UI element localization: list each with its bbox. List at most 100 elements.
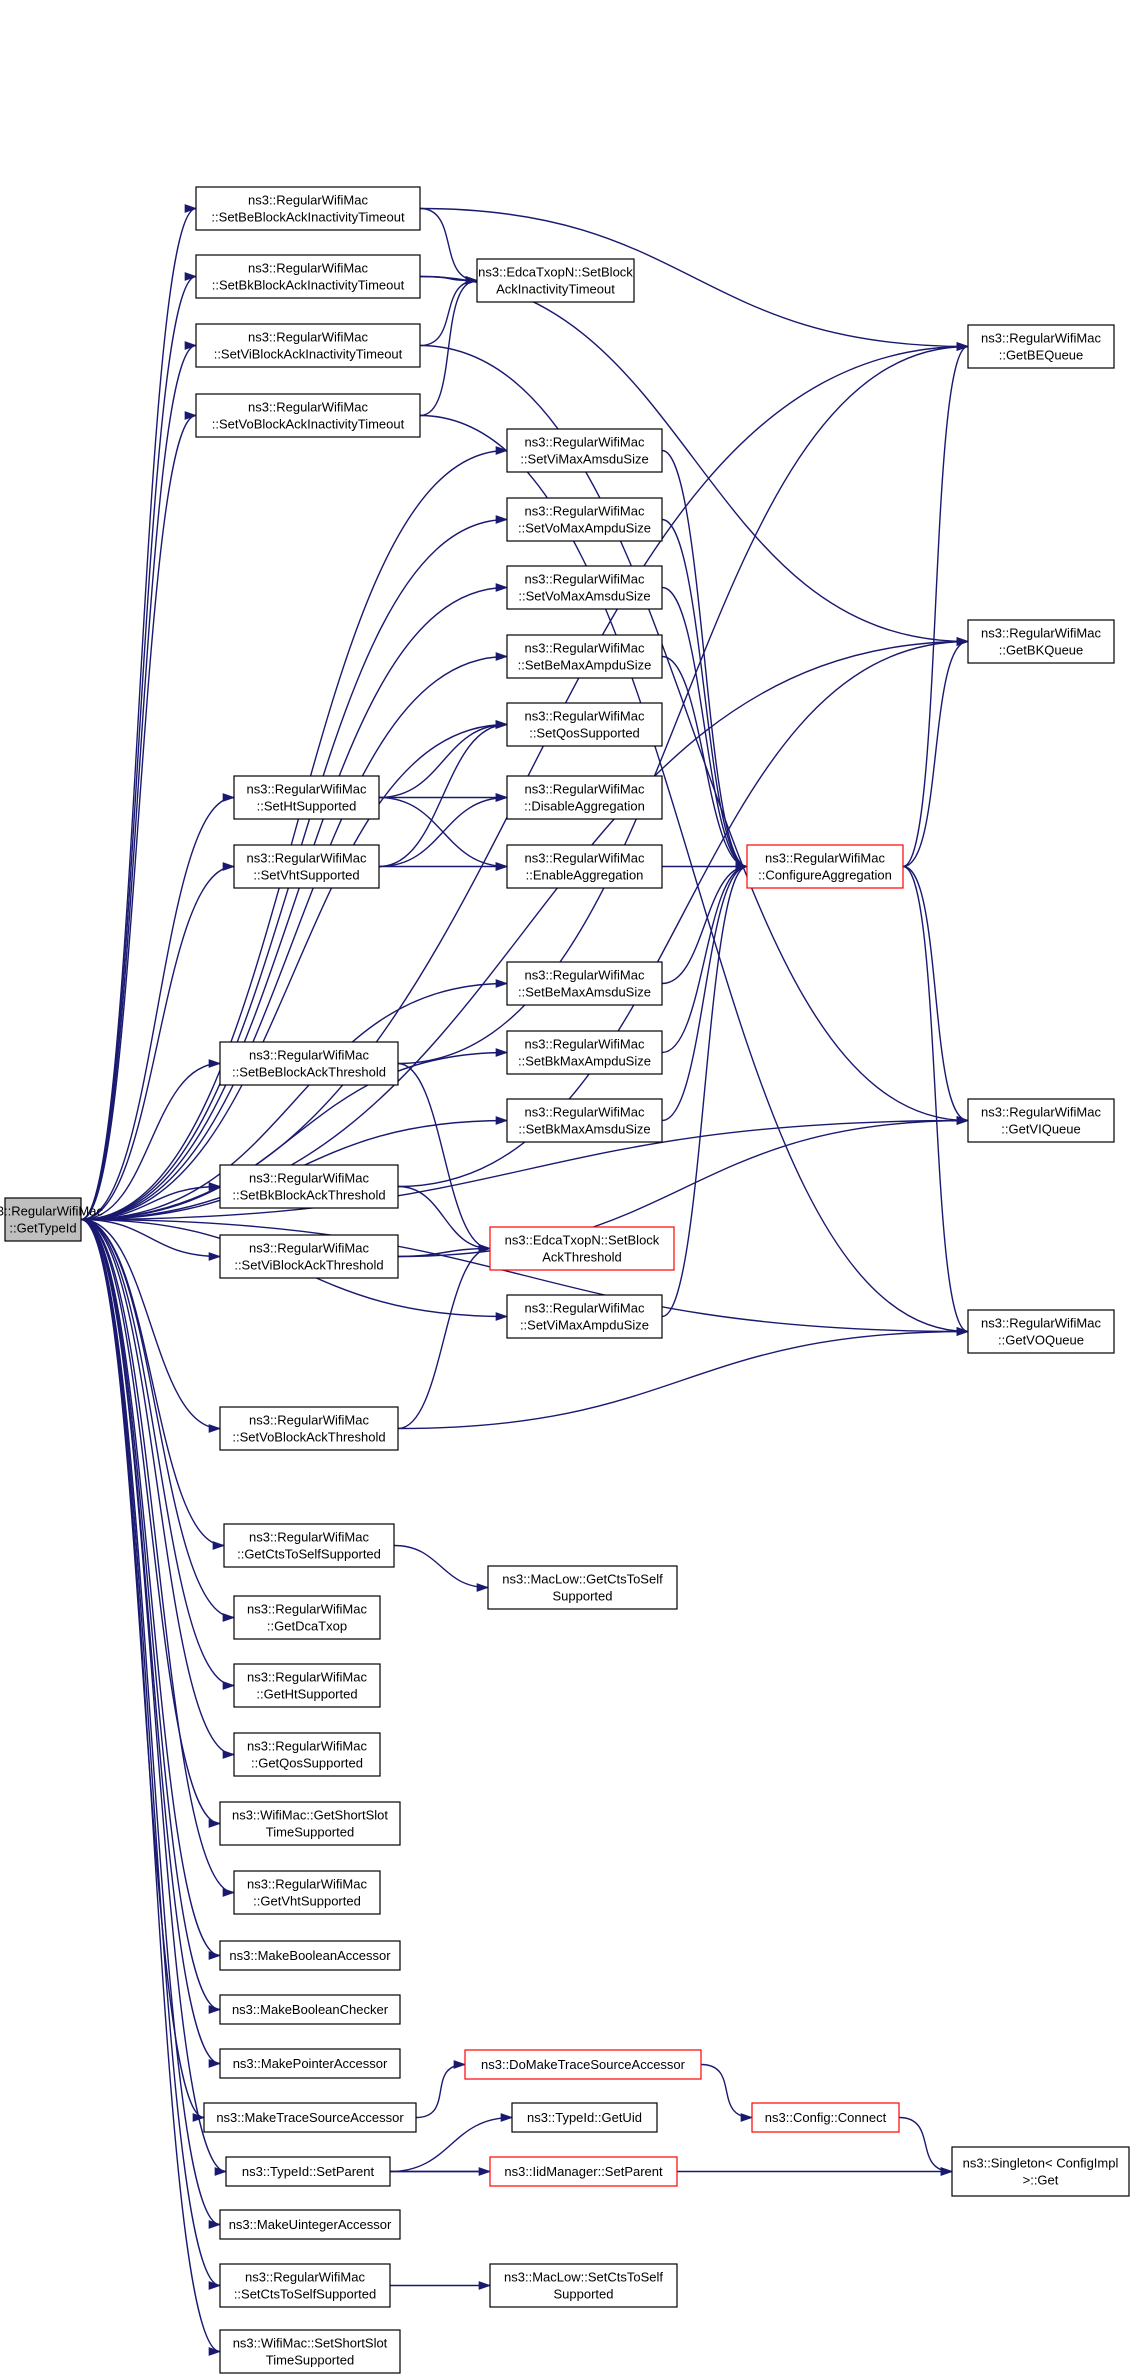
node-label: ns3::RegularWifiMac <box>981 1316 1101 1331</box>
node-makeptracc[interactable]: ns3::MakePointerAccessor <box>219 2048 401 2079</box>
node-label: ns3::EdcaTxopN::SetBlock <box>505 1233 660 1248</box>
node-label: ::SetViBlockAckThreshold <box>234 1258 383 1273</box>
node-setvobaito[interactable]: ns3::RegularWifiMac::SetVoBlockAckInacti… <box>195 393 421 438</box>
edge-gettypeid-to-setbemaxampdu <box>80 652 509 1221</box>
node-setbkbath[interactable]: ns3::RegularWifiMac::SetBkBlockAckThresh… <box>219 1164 399 1209</box>
node-domaketsacc[interactable]: ns3::DoMakeTraceSourceAccessor <box>464 2049 702 2080</box>
node-label: ::SetBeBlockAckInactivityTimeout <box>211 210 405 225</box>
node-box <box>219 2048 401 2079</box>
node-disableagg[interactable]: ns3::RegularWifiMac::DisableAggregation <box>506 775 663 820</box>
node-label: ns3::RegularWifiMac <box>525 1037 645 1052</box>
node-getbk[interactable]: ns3::RegularWifiMac::GetBKQueue <box>967 619 1115 664</box>
node-getctstoself[interactable]: ns3::RegularWifiMac::GetCtsToSelfSupport… <box>223 1523 395 1568</box>
node-getdcatxop[interactable]: ns3::RegularWifiMac::GetDcaTxop <box>233 1595 381 1640</box>
node-getbe[interactable]: ns3::RegularWifiMac::GetBEQueue <box>967 324 1115 369</box>
node-enableagg[interactable]: ns3::RegularWifiMac::EnableAggregation <box>506 844 663 889</box>
node-getvi[interactable]: ns3::RegularWifiMac::GetVIQueue <box>967 1098 1115 1143</box>
node-configconnect[interactable]: ns3::Config::Connect <box>751 2102 900 2133</box>
edge-setbebaito-to-getbe <box>419 207 970 351</box>
node-label: ::SetBkMaxAmsduSize <box>518 1122 650 1137</box>
node-setvimaxampdu[interactable]: ns3::RegularWifiMac::SetViMaxAmpduSize <box>506 1294 663 1339</box>
node-box <box>487 1565 678 1610</box>
node-box <box>967 1309 1115 1354</box>
node-gethtsupported[interactable]: ns3::RegularWifiMac::GetHtSupported <box>233 1663 381 1708</box>
node-maketsacc[interactable]: ns3::MakeTraceSourceAccessor <box>203 2102 417 2133</box>
node-label: ::SetHtSupported <box>257 799 357 814</box>
node-box <box>233 1663 381 1708</box>
node-label: >::Get <box>1023 2173 1059 2188</box>
edge-gettypeid-to-setqos <box>80 720 509 1221</box>
node-edcabaito[interactable]: ns3::EdcaTxopN::SetBlockAckInactivityTim… <box>476 258 635 303</box>
edge-gettypeid-to-setbkbaito <box>80 272 198 1221</box>
edge-setbkmaxampdu-to-configagg <box>661 862 749 1054</box>
edge-setbkbaito-to-getbk <box>419 275 970 646</box>
node-setbemaxampdu[interactable]: ns3::RegularWifiMac::SetBeMaxAmpduSize <box>506 634 663 679</box>
node-gettypeid[interactable]: ns3::RegularWifiMac::GetTypeId <box>0 1197 103 1242</box>
node-iidmgrsetparent[interactable]: ns3::IidManager::SetParent <box>489 2156 678 2187</box>
node-box <box>233 1732 381 1777</box>
node-setvibath[interactable]: ns3::RegularWifiMac::SetViBlockAckThresh… <box>219 1234 399 1279</box>
edge-getctstoself-to-maclowgetcts <box>393 1544 490 1592</box>
node-box <box>489 2263 678 2308</box>
node-typeidsetparent[interactable]: ns3::TypeId::SetParent <box>225 2156 391 2187</box>
node-configagg[interactable]: ns3::RegularWifiMac::ConfigureAggregatio… <box>746 844 904 889</box>
node-setvht[interactable]: ns3::RegularWifiMac::SetVhtSupported <box>233 844 380 889</box>
edge-configconnect-to-singletonget <box>898 2116 954 2176</box>
node-singletonget[interactable]: ns3::Singleton< ConfigImpl>::Get <box>951 2146 1130 2197</box>
node-box <box>195 323 421 368</box>
node-label: ns3::WifiMac::GetShortSlot <box>232 1808 388 1823</box>
node-box <box>464 2049 702 2080</box>
node-box <box>219 1164 399 1209</box>
node-label: ::GetTypeId <box>9 1221 76 1236</box>
node-label: ::GetBKQueue <box>999 643 1084 658</box>
node-label: ::SetBkBlockAckThreshold <box>232 1188 385 1203</box>
node-makeboolacc[interactable]: ns3::MakeBooleanAccessor <box>219 1940 401 1971</box>
node-box <box>233 1870 381 1915</box>
node-setbebath[interactable]: ns3::RegularWifiMac::SetBeBlockAckThresh… <box>219 1041 399 1086</box>
node-box <box>746 844 904 889</box>
node-getqossupported[interactable]: ns3::RegularWifiMac::GetQosSupported <box>233 1732 381 1777</box>
node-setqos[interactable]: ns3::RegularWifiMac::SetQosSupported <box>506 702 663 747</box>
node-label: ns3::EdcaTxopN::SetBlock <box>478 265 633 280</box>
node-setvimaxamsdu[interactable]: ns3::RegularWifiMac::SetViMaxAmsduSize <box>506 428 663 473</box>
node-makeuintacc[interactable]: ns3::MakeUintegerAccessor <box>219 2209 401 2240</box>
node-getvo[interactable]: ns3::RegularWifiMac::GetVOQueue <box>967 1309 1115 1354</box>
edge-typeidsetparent-to-typeidgetuid <box>389 2113 514 2173</box>
node-setvomaxampdu[interactable]: ns3::RegularWifiMac::SetVoMaxAmpduSize <box>506 497 663 542</box>
node-setbkmaxamsdu[interactable]: ns3::RegularWifiMac::SetBkMaxAmsduSize <box>506 1098 663 1143</box>
node-label: ::SetBkMaxAmpduSize <box>518 1054 651 1069</box>
node-label: ::SetVoBlockAckInactivityTimeout <box>212 417 405 432</box>
node-label: ns3::RegularWifiMac <box>525 641 645 656</box>
node-label: ::SetViBlockAckInactivityTimeout <box>214 347 403 362</box>
node-setvobath[interactable]: ns3::RegularWifiMac::SetVoBlockAckThresh… <box>219 1406 399 1451</box>
node-label: ns3::Config::Connect <box>765 2110 887 2125</box>
node-label: ::GetVhtSupported <box>253 1894 361 1909</box>
node-setbkmaxampdu[interactable]: ns3::RegularWifiMac::SetBkMaxAmpduSize <box>506 1030 663 1075</box>
edge-configagg-to-getbe <box>902 342 970 868</box>
node-setbebaito[interactable]: ns3::RegularWifiMac::SetBeBlockAckInacti… <box>195 186 421 231</box>
node-label: ns3::MakeUintegerAccessor <box>229 2217 392 2232</box>
node-typeidgetuid[interactable]: ns3::TypeId::GetUid <box>511 2102 658 2133</box>
edge-setbemaxamsdu-to-configagg <box>661 862 749 985</box>
node-setht[interactable]: ns3::RegularWifiMac::SetHtSupported <box>233 775 380 820</box>
node-getvhtsupported[interactable]: ns3::RegularWifiMac::GetVhtSupported <box>233 1870 381 1915</box>
node-makeboolchk[interactable]: ns3::MakeBooleanChecker <box>219 1994 401 2025</box>
node-box <box>967 1098 1115 1143</box>
node-maclowgetcts[interactable]: ns3::MacLow::GetCtsToSelfSupported <box>487 1565 678 1610</box>
node-setvomaxamsdu[interactable]: ns3::RegularWifiMac::SetVoMaxAmsduSize <box>506 565 663 610</box>
node-setbemaxamsdu[interactable]: ns3::RegularWifiMac::SetBeMaxAmsduSize <box>506 961 663 1006</box>
node-label: AckThreshold <box>542 1250 621 1265</box>
node-box <box>225 2156 391 2187</box>
node-maclowsetcts[interactable]: ns3::MacLow::SetCtsToSelfSupported <box>489 2263 678 2308</box>
edge-setvht-to-setqos <box>378 720 509 868</box>
node-setctstoself[interactable]: ns3::RegularWifiMac::SetCtsToSelfSupport… <box>219 2263 391 2308</box>
node-setbkbaito[interactable]: ns3::RegularWifiMac::SetBkBlockAckInacti… <box>195 254 421 299</box>
node-label: ns3::RegularWifiMac <box>247 1670 367 1685</box>
edge-gettypeid-to-setbebaito <box>80 204 198 1221</box>
node-setvibaito[interactable]: ns3::RegularWifiMac::SetViBlockAckInacti… <box>195 323 421 368</box>
node-label: ::GetHtSupported <box>256 1687 357 1702</box>
